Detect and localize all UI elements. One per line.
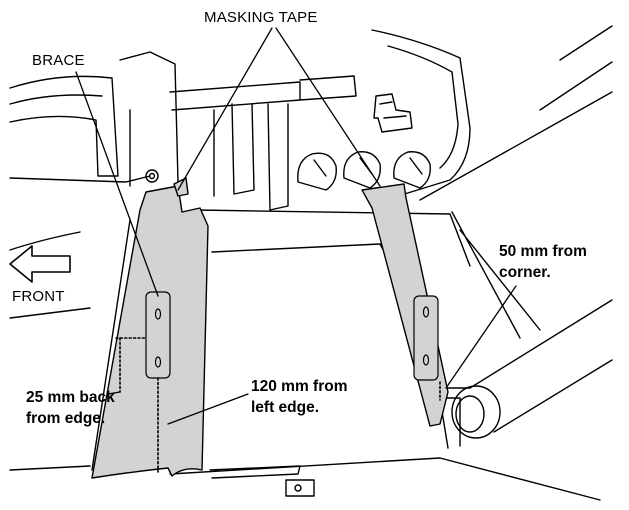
masking-tape-label: MASKING TAPE xyxy=(204,9,318,26)
left-brace-hole-bottom xyxy=(154,356,162,368)
leader-masking-left xyxy=(177,27,273,191)
upper-frame-left xyxy=(119,51,179,183)
upper-frame-slot-b xyxy=(267,103,289,211)
bottom-tab xyxy=(285,479,315,497)
tray-floor-front xyxy=(169,457,601,501)
leader-lines xyxy=(75,27,517,425)
right-brace-plate xyxy=(413,295,439,381)
left-edge-distance-label-line1: 120 mm from xyxy=(251,378,348,395)
left-lower-edge xyxy=(9,307,91,319)
left-brace-plate xyxy=(145,291,171,379)
upper-left-housing xyxy=(9,75,119,177)
dial-1 xyxy=(297,152,337,191)
right-wall-vertical xyxy=(451,211,541,339)
screw-head xyxy=(145,169,159,183)
left-bottom-edge xyxy=(9,465,91,471)
upper-frame-slot-a xyxy=(231,103,255,195)
dial-2 xyxy=(343,151,381,189)
corner-distance-label-line1: 50 mm from xyxy=(499,243,587,260)
right-brace-hole-bottom xyxy=(422,354,430,366)
tray-floor-left xyxy=(91,219,131,471)
upper-shelf xyxy=(299,75,357,101)
right-outer-wall xyxy=(419,25,613,201)
leader-brace xyxy=(75,71,159,297)
back-edge-distance-label-line1: 25 mm back xyxy=(26,389,115,406)
tray-floor-lip xyxy=(209,465,301,479)
roller-end-inner xyxy=(455,395,485,433)
front-label: FRONT xyxy=(12,288,65,305)
leader-25mm xyxy=(107,391,121,395)
upper-left-housing-inner xyxy=(9,94,103,105)
top-bracket-detail xyxy=(379,101,407,119)
dial-3 xyxy=(393,151,431,189)
left-wall-edge xyxy=(9,175,151,183)
roller-body xyxy=(469,299,613,433)
back-edge-distance-label-line2: from edge. xyxy=(26,410,106,427)
right-housing-inner xyxy=(387,45,459,169)
left-floor-edge xyxy=(9,231,81,251)
front-arrow-icon xyxy=(9,245,71,283)
right-housing-top xyxy=(371,29,471,197)
leader-120mm xyxy=(167,393,249,425)
bottom-tab-hole xyxy=(294,484,302,492)
screw-center xyxy=(148,172,156,180)
tray-floor-back xyxy=(211,243,381,253)
corner-distance-label-line2: corner. xyxy=(499,264,551,281)
left-tape-end xyxy=(173,177,189,197)
leader-50mm xyxy=(445,285,517,389)
right-brace-hole-top xyxy=(422,306,430,318)
right-frame-edge xyxy=(195,209,471,267)
leader-masking-right xyxy=(275,27,381,187)
top-bracket xyxy=(373,93,413,133)
upper-frame-panel xyxy=(169,81,301,111)
left-brace-hole-top xyxy=(154,308,162,320)
brace-plates xyxy=(145,291,439,381)
brace-label: BRACE xyxy=(32,52,85,69)
dimension-lines xyxy=(115,337,441,473)
machine-interior xyxy=(9,25,613,501)
roller-end xyxy=(451,385,501,439)
left-edge-distance-label-line2: left edge. xyxy=(251,399,320,416)
